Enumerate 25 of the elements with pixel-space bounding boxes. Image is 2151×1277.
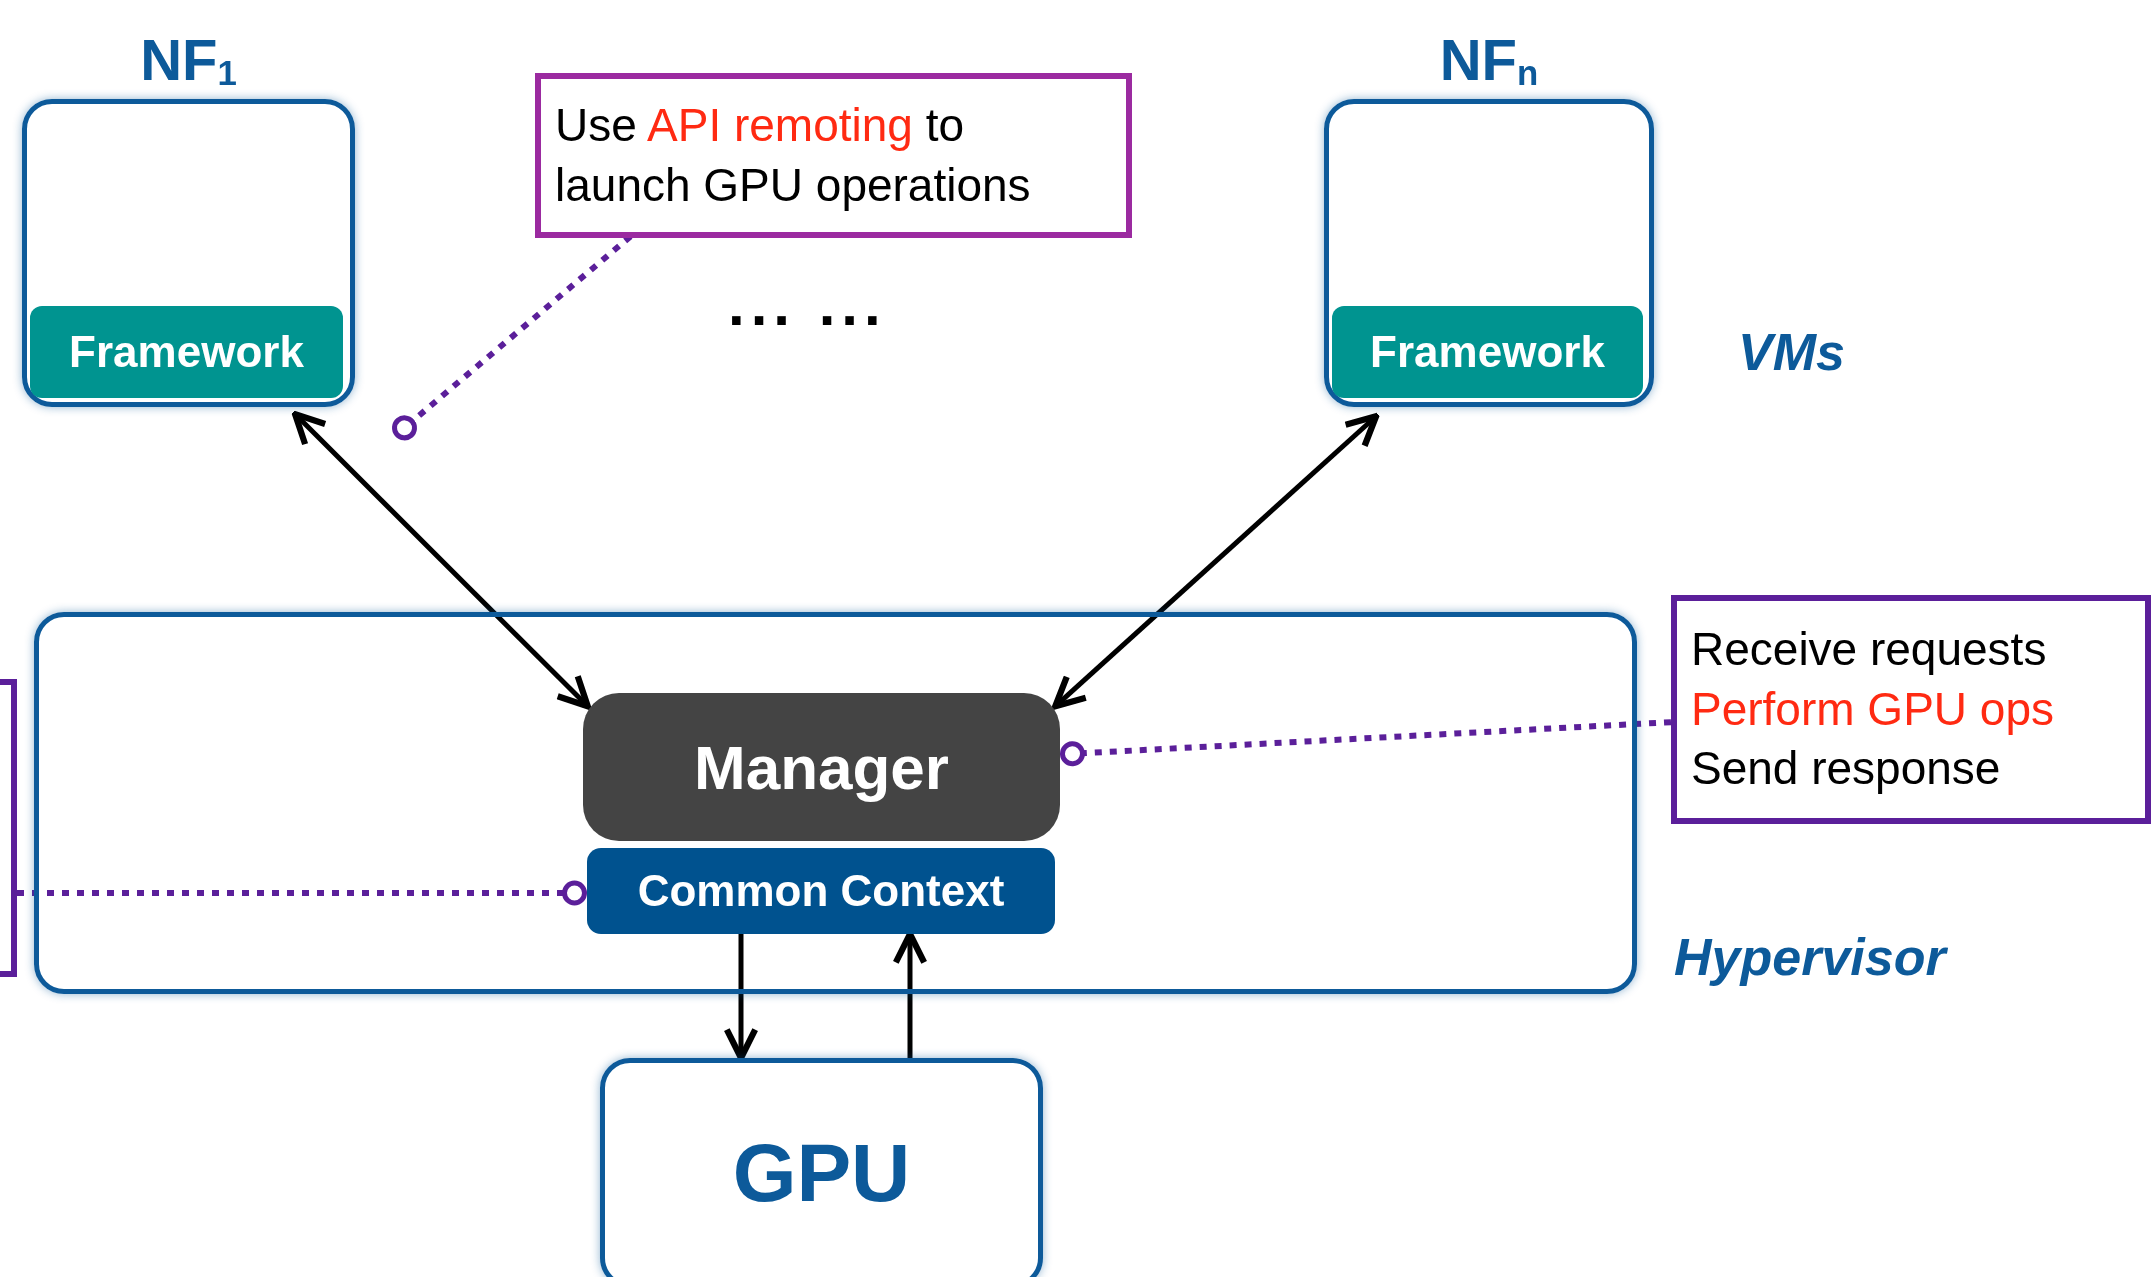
gpu-label: GPU (732, 1126, 911, 1220)
ellipsis-label: ... ... (728, 270, 887, 339)
framework-label: Framework (69, 327, 304, 377)
manager-label: Manager (694, 731, 949, 803)
callout-box (535, 73, 1132, 238)
context-box (587, 848, 1055, 934)
vm-title: NF$_{1}$ (139, 26, 238, 94)
callout-text: Use API remoting to launch GPU operations (555, 97, 1032, 213)
framework-box (30, 306, 343, 398)
gpu-box (600, 1058, 1043, 1277)
manager-box (583, 693, 1060, 841)
arrow (291, 410, 591, 710)
leader-line (17, 880, 587, 906)
context-label: Common Context (637, 866, 1005, 916)
leader-line (1059, 719, 1672, 767)
framework-box (1332, 306, 1643, 398)
arrow (1052, 413, 1380, 710)
callout-text: Perform GPU ops (1691, 681, 2055, 737)
callout-text: Send response (1691, 741, 2002, 797)
hypervisor-label: Hypervisor (1674, 927, 1946, 987)
vms-label: VMs (1738, 322, 1845, 382)
callout-text: Receive requests (1691, 621, 2048, 677)
vm-title: NF$_{n}$ (1438, 26, 1540, 94)
callout-box (1671, 595, 2151, 824)
framework-label: Framework (1370, 327, 1605, 377)
